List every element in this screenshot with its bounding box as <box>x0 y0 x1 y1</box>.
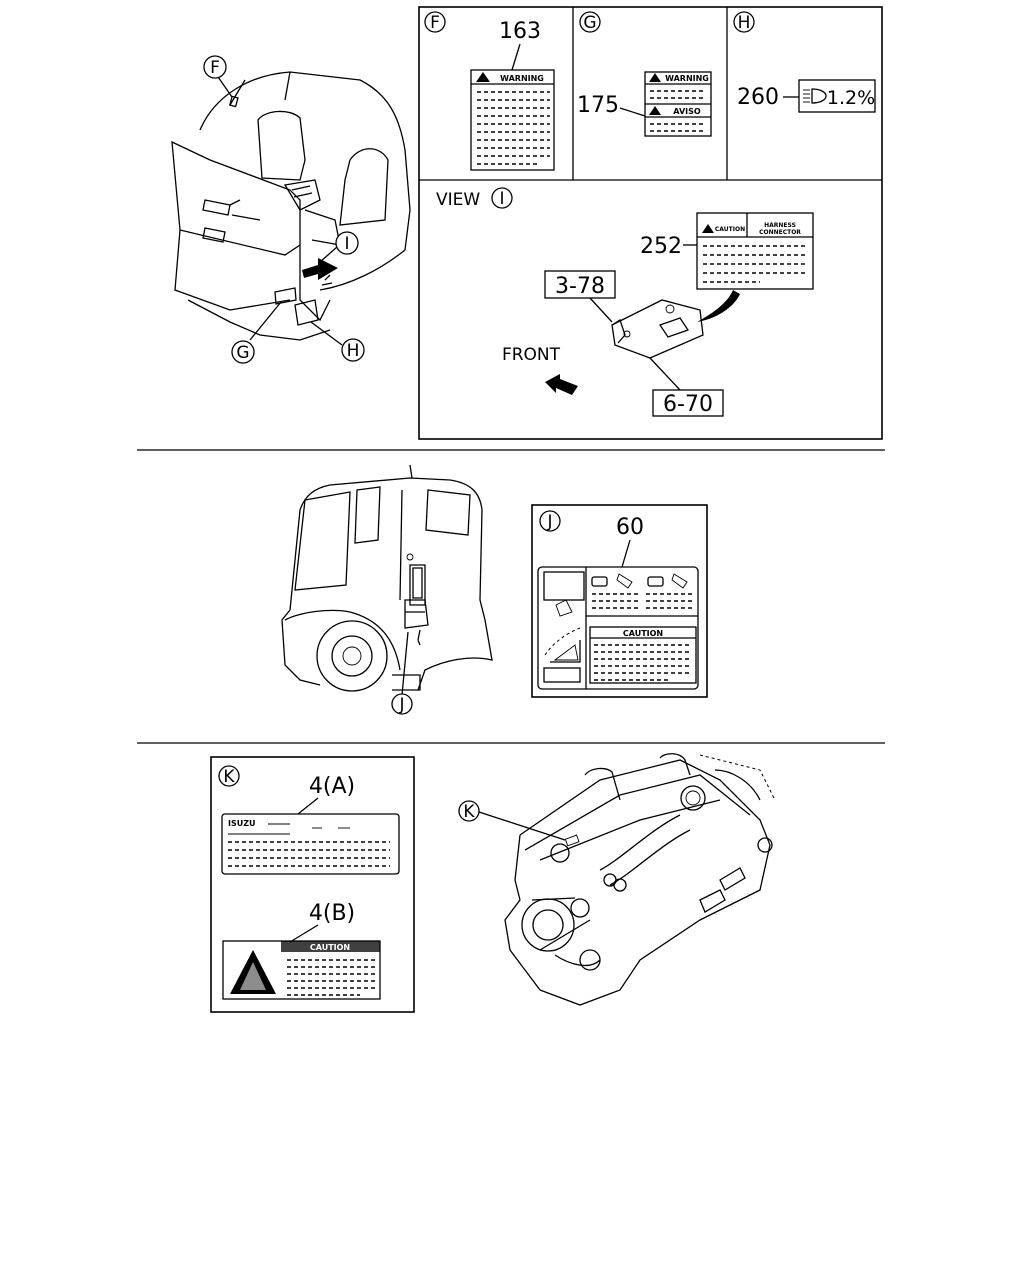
part-number-260: 260 <box>737 85 779 110</box>
part-number-163: 163 <box>499 19 541 44</box>
svg-text:I: I <box>344 234 349 254</box>
svg-text:HARNESS: HARNESS <box>764 222 796 229</box>
part-number-60: 60 <box>616 515 644 540</box>
part-number-175: 175 <box>577 93 619 118</box>
svg-text:K: K <box>223 767 235 787</box>
panel-g: G 175 WARNING AVISO <box>577 11 712 137</box>
svg-text:J: J <box>398 695 404 715</box>
headlight-icon <box>803 88 827 104</box>
label-4b-caution: CAUTION <box>310 943 350 952</box>
label-260-text: 1.2% <box>827 87 875 109</box>
view-i: VIEW I 252 CAUTION HARNESS CONNECTOR 3-7… <box>436 187 814 417</box>
svg-text:J: J <box>546 512 552 532</box>
front-arrow-icon <box>545 374 578 395</box>
svg-text:H: H <box>347 341 360 361</box>
callout-g: G <box>231 340 255 364</box>
bracket-drawing <box>611 299 704 359</box>
label-163-heading: WARNING <box>500 74 544 83</box>
part-number-6-70: 6-70 <box>663 392 713 417</box>
panel-j: J 60 CAUTION <box>531 504 708 698</box>
callout-f: F <box>203 55 227 79</box>
label-252-caution: CAUTION <box>715 226 745 233</box>
svg-text:F: F <box>210 58 220 78</box>
svg-text:H: H <box>738 13 751 33</box>
svg-text:K: K <box>463 802 475 822</box>
label-163-text-lines <box>477 91 550 165</box>
callout-i: I <box>335 231 359 255</box>
part-number-4a: 4(A) <box>309 774 355 799</box>
callout-j: J <box>391 693 413 715</box>
engine-drawing <box>504 753 776 1006</box>
panel-f: F 163 WARNING <box>424 11 555 171</box>
label-4a-brand: ISUZU <box>228 819 256 828</box>
callout-h: H <box>341 338 365 362</box>
part-number-252: 252 <box>640 234 682 259</box>
svg-text:F: F <box>430 13 440 33</box>
svg-text:G: G <box>583 13 596 33</box>
label-175-warning: WARNING <box>665 74 709 83</box>
label-60-caution: CAUTION <box>623 629 663 638</box>
truck-cab-exterior-drawing <box>281 464 493 692</box>
label-panels-frame <box>418 6 883 440</box>
panel-k: K 4(A) ISUZU 4(B) CAUTION <box>210 756 415 1013</box>
callout-k: K <box>458 800 480 822</box>
cab-interior-drawing <box>171 71 411 346</box>
front-label: FRONT <box>502 345 561 365</box>
part-number-4b: 4(B) <box>309 901 355 926</box>
view-title: VIEW <box>436 190 480 210</box>
panel-h: H 260 1.2% <box>733 11 876 113</box>
part-number-3-78: 3-78 <box>555 274 605 299</box>
svg-text:G: G <box>236 343 249 363</box>
svg-text:CONNECTOR: CONNECTOR <box>759 229 801 236</box>
svg-text:I: I <box>499 189 504 209</box>
label-175-aviso: AVISO <box>673 107 701 116</box>
